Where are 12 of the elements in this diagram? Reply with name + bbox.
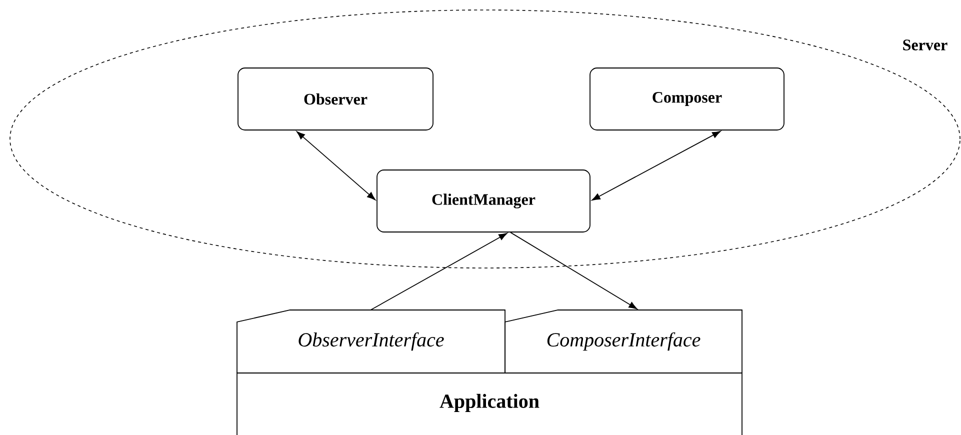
rounded-box: Composer: [590, 68, 784, 130]
dashed-ellipse: [10, 10, 960, 268]
arrow: [592, 130, 721, 200]
ellipse-heading: Server: [903, 40, 948, 50]
package-tab: ObserverInterface: [236, 310, 506, 374]
rounded-box: Observer: [238, 68, 434, 130]
arrow: [370, 232, 508, 310]
arrow: [510, 232, 638, 310]
rounded-box: ClientManager: [376, 170, 590, 232]
package-tab: ComposerInterface: [504, 310, 742, 374]
package-box: Application: [236, 372, 742, 435]
arrow: [296, 131, 376, 200]
